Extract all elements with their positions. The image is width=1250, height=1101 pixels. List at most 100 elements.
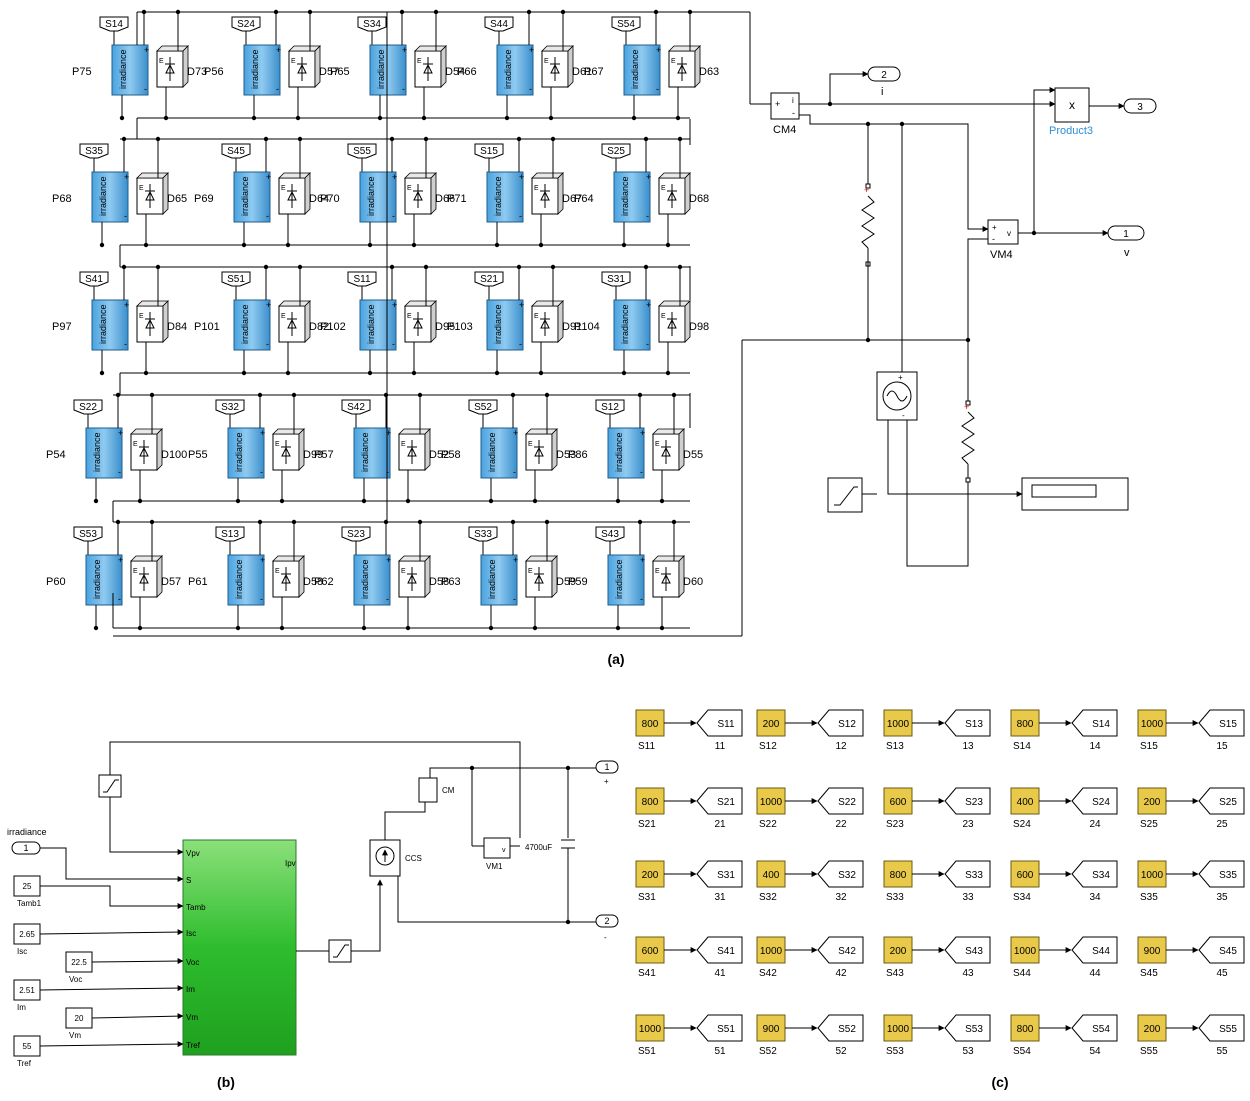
pv-module-label: irradiance [360, 432, 370, 472]
diode-name: D73 [187, 66, 207, 78]
diode-bevel-side [440, 45, 447, 88]
goto-tag-label: S55 [1219, 1024, 1237, 1035]
irradiance-block-name: S44 [1013, 968, 1031, 979]
goto-tag-label: S32 [221, 402, 239, 413]
junction-dot [297, 264, 303, 270]
junction-dot [621, 370, 627, 376]
junction-dot [677, 136, 683, 142]
pv-module-body [227, 554, 265, 606]
outport-shape [1107, 225, 1145, 241]
irradiance-block-name: S11 [638, 741, 655, 752]
pv-plus-mark: + [529, 45, 534, 55]
irradiance-constant-block [635, 1014, 665, 1042]
pv-block-name: P56 [204, 66, 224, 78]
capacitor: 4700uF [525, 768, 575, 922]
junction-dot [99, 370, 105, 376]
pv-module-label: irradiance [234, 559, 244, 599]
wire [40, 885, 184, 909]
outport-power: 3 [1123, 98, 1157, 114]
irradiance-value: 200 [1144, 1024, 1161, 1035]
irradiance-value: 900 [1144, 946, 1161, 957]
goto-tag [341, 526, 371, 542]
irradiance-block-name: S41 [638, 968, 656, 979]
goto-block-number: 22 [835, 819, 847, 830]
wire [397, 876, 596, 923]
junction-dot [235, 498, 241, 504]
subsystem-input-label: Tref [186, 1041, 201, 1050]
goto-block-number: 55 [1216, 1046, 1228, 1057]
diode-letter: E [417, 58, 422, 65]
irradiance-constant-block [883, 936, 913, 964]
irradiance-block-name: S12 [759, 741, 777, 752]
goto-tag-label: S23 [347, 529, 365, 540]
junction-dot [421, 115, 427, 121]
junction-dot [137, 498, 143, 504]
goto-tag-label: S31 [717, 870, 735, 881]
diode-letter: E [281, 313, 286, 320]
diode-letter: E [139, 313, 144, 320]
junction-dot [149, 519, 155, 525]
goto-block [817, 709, 864, 737]
diode-bevel-side [567, 45, 574, 88]
wire [1033, 87, 1056, 233]
source-minus: - [902, 411, 905, 420]
inport-label: irradiance [7, 827, 47, 837]
ccs-label: CCS [405, 854, 422, 863]
subsystem-input-label: Voc [186, 958, 199, 967]
outport-shape [867, 66, 901, 82]
caption-b: (b) [217, 1074, 235, 1090]
junction-dot [675, 115, 681, 121]
irradiance-constant-block [1010, 709, 1040, 737]
wire [799, 114, 989, 232]
pv-module-label: irradiance [240, 176, 250, 216]
irradiance-value: 1000 [887, 1024, 910, 1035]
cm-name: CM4 [773, 124, 796, 136]
diode-bevel-side [557, 172, 564, 215]
junction-dot [532, 625, 538, 631]
goto-tag-label: S45 [1219, 946, 1237, 957]
goto-tag-label: S24 [237, 19, 255, 30]
pv-module-body [613, 299, 651, 351]
diode-name: D57 [161, 576, 181, 588]
vm-plus: + [992, 223, 997, 232]
pv-block-name: P102 [320, 321, 346, 333]
pv-module-label: irradiance [376, 49, 386, 89]
diode-bevel-side [430, 300, 437, 343]
diode-letter: E [133, 568, 138, 575]
pv-block-name: P69 [194, 193, 214, 205]
constant-name: Voc [69, 975, 82, 984]
junction-dot [899, 121, 905, 127]
irradiance-block-name: S24 [1013, 819, 1031, 830]
irradiance-block-name: S31 [638, 892, 656, 903]
wire [109, 797, 184, 855]
goto-tag-label: S52 [838, 1024, 856, 1035]
pv-block-name: P103 [447, 321, 473, 333]
irradiance-block-name: S54 [1013, 1046, 1031, 1057]
display-block [1021, 477, 1129, 511]
goto-tag-label: S41 [85, 274, 103, 285]
pv-minus-mark: - [266, 339, 269, 349]
diode-bevel-side [424, 428, 431, 471]
pv-module-body [91, 171, 129, 223]
pv-plus-mark: + [118, 428, 123, 438]
junction-dot [93, 498, 99, 504]
pv-block-name: P68 [52, 193, 72, 205]
junction-dot [285, 242, 291, 248]
junction-dot [643, 264, 649, 270]
goto-tag-label: S34 [363, 19, 381, 30]
pv-block-name: P86 [568, 449, 588, 461]
pv-block-name: P59 [568, 576, 588, 588]
outport-shape [595, 760, 619, 774]
diode-letter: E [661, 313, 666, 320]
goto-tag [215, 526, 245, 542]
goto-tag-label: S35 [1219, 870, 1237, 881]
outport-plus: 1+ [595, 760, 619, 786]
vm1-shape [483, 837, 511, 859]
irradiance-constant-block [1137, 787, 1167, 815]
